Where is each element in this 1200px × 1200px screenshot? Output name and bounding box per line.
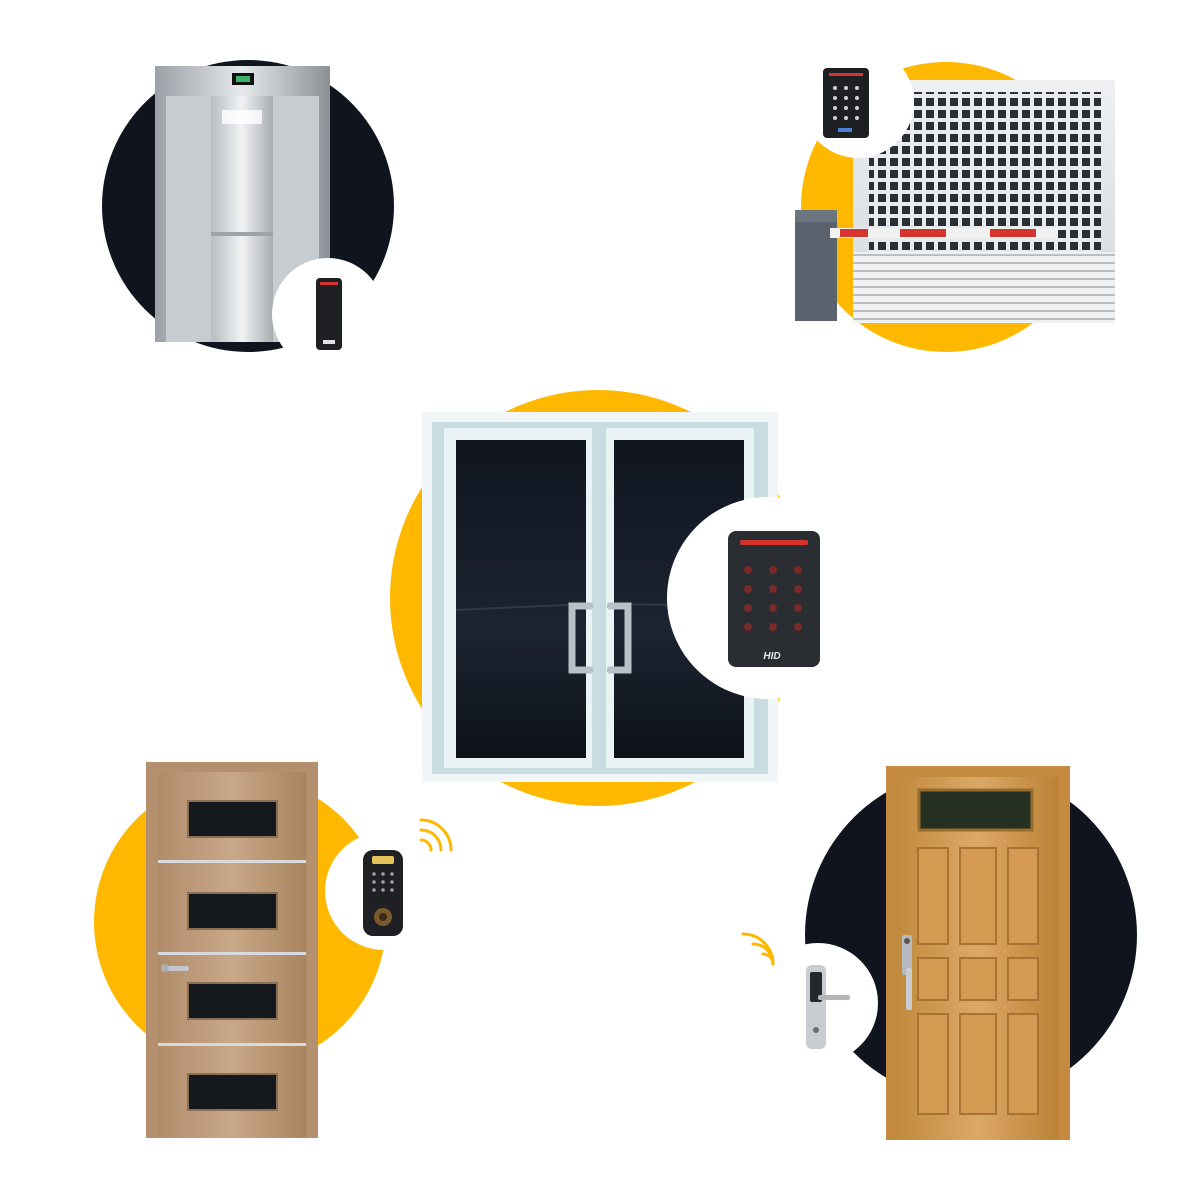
modern-door-scene bbox=[94, 762, 453, 1138]
elevator-scene bbox=[102, 60, 394, 370]
wireless-signal-icon bbox=[741, 932, 775, 966]
classic-wood-door-icon bbox=[886, 766, 1070, 1140]
smart-deadbolt-icon bbox=[363, 850, 403, 936]
smart-lever-lock-icon bbox=[806, 965, 850, 1049]
keypad-reader-icon bbox=[823, 68, 869, 138]
hid-keypad-reader-icon: HID bbox=[728, 531, 820, 667]
modern-wood-door-icon bbox=[146, 762, 318, 1138]
proximity-card-reader-icon bbox=[316, 278, 342, 350]
glass-door-scene: HID bbox=[390, 390, 869, 806]
barrier-arm-icon bbox=[795, 210, 1058, 321]
hid-logo: HID bbox=[763, 651, 780, 662]
parking-gate-scene bbox=[795, 46, 1115, 352]
classic-door-scene bbox=[741, 766, 1137, 1140]
wireless-signal-icon bbox=[419, 818, 453, 852]
